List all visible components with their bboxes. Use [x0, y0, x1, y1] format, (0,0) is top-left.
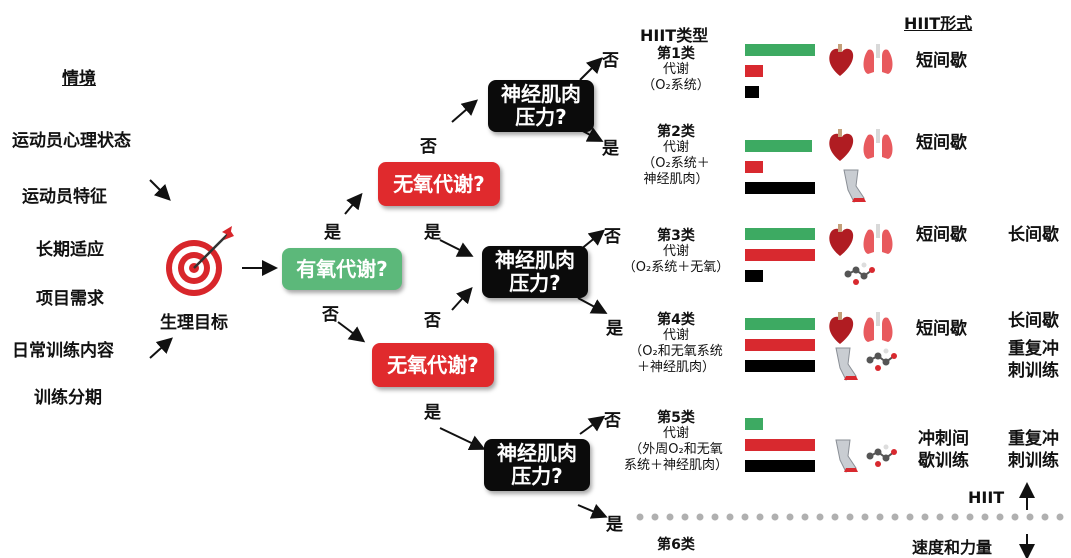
form-short-interval: 短间歇	[916, 51, 967, 71]
form-short-interval: 短间歇	[916, 133, 967, 153]
context-title: 情境	[62, 69, 96, 89]
yes-label: 是	[424, 403, 441, 423]
form-short-interval: 短间歇	[916, 225, 967, 245]
anaerobic-question-box-bottom: 无氧代谢?	[372, 343, 494, 387]
context-item: 日常训练内容	[12, 341, 114, 361]
leg-muscle-icon	[835, 439, 858, 473]
hiit-type-6: 第6类	[657, 537, 695, 553]
leg-muscle-icon	[835, 347, 858, 381]
form-sprint-interval: 冲刺间歇训练	[918, 429, 969, 471]
yes-label: 是	[606, 319, 623, 339]
bar-red-type-3	[745, 249, 815, 261]
no-label: 否	[424, 311, 441, 331]
yes-label: 是	[424, 223, 441, 243]
bar-black-type-5	[745, 460, 815, 472]
bar-black-type-2	[745, 182, 815, 194]
context-item: 运动员心理状态	[12, 131, 131, 151]
context-item: 项目需求	[36, 289, 104, 309]
anaerobic-question-box-top: 无氧代谢?	[378, 162, 500, 206]
lactate-molecule-icon	[866, 444, 897, 467]
neuro-question-box-3: 神经肌肉压力?	[484, 439, 590, 491]
neuro-question-box-1: 神经肌肉压力?	[488, 80, 594, 132]
form-long-interval: 长间歇	[1008, 225, 1059, 245]
lactate-molecule-icon	[866, 348, 897, 371]
lactate-molecule-icon	[844, 262, 875, 285]
hiit-type-4: 第4类 代谢 （O₂和无氧系统 ＋神经肌肉）	[629, 312, 723, 375]
form-repeated-sprint: 重复冲刺训练	[1008, 339, 1059, 381]
no-label: 否	[322, 305, 339, 325]
form-repeated-sprint: 重复冲刺训练	[1008, 429, 1059, 471]
form-short-interval: 短间歇	[916, 319, 967, 339]
no-label: 否	[602, 51, 619, 71]
yes-label: 是	[602, 139, 619, 159]
speed-strength-axis-label: 速度和力量	[912, 538, 993, 557]
hiit-form-header: HIIT形式	[904, 14, 973, 33]
context-item: 训练分期	[34, 388, 102, 408]
hiit-type-header: HIIT类型	[640, 26, 709, 45]
aerobic-question-box: 有氧代谢?	[282, 248, 402, 290]
bar-red-type-2	[745, 161, 763, 173]
no-label: 否	[420, 137, 437, 157]
bar-red-type-1	[745, 65, 763, 77]
yes-label: 是	[324, 223, 341, 243]
heart-lungs-icon	[829, 44, 893, 76]
heart-lungs-icon	[829, 129, 893, 161]
neuro-question-box-2: 神经肌肉压力?	[482, 246, 588, 298]
no-label: 否	[604, 227, 621, 247]
hiit-type-2: 第2类 代谢 （O₂系统＋ 神经肌肉）	[642, 124, 710, 187]
target-icon	[166, 226, 234, 296]
bar-black-type-1	[745, 86, 759, 98]
hiit-type-1: 第1类 代谢 （O₂系统）	[642, 46, 710, 93]
hiit-axis-label: HIIT	[968, 488, 1005, 507]
bar-green-type-5	[745, 418, 763, 430]
leg-muscle-icon	[843, 169, 866, 203]
bar-black-type-3	[745, 270, 763, 282]
bar-green-type-1	[745, 44, 815, 56]
context-item: 运动员特征	[22, 187, 107, 207]
yes-label: 是	[606, 515, 623, 535]
bar-green-type-2	[745, 140, 812, 152]
bar-green-type-3	[745, 228, 815, 240]
form-long-interval: 长间歇	[1008, 311, 1059, 331]
bar-red-type-5	[745, 439, 815, 451]
context-item: 长期适应	[36, 240, 104, 260]
goal-label: 生理目标	[160, 313, 228, 333]
bar-red-type-4	[745, 339, 815, 351]
heart-lungs-icon	[829, 312, 893, 344]
no-label: 否	[604, 411, 621, 431]
heart-lungs-icon	[829, 224, 893, 256]
hiit-type-5: 第5类 代谢 （外周O₂和无氧 系统＋神经肌肉）	[623, 410, 728, 473]
hiit-type-3: 第3类 代谢 （O₂系统＋无氧）	[622, 228, 730, 275]
bar-green-type-4	[745, 318, 815, 330]
bar-black-type-4	[745, 360, 815, 372]
